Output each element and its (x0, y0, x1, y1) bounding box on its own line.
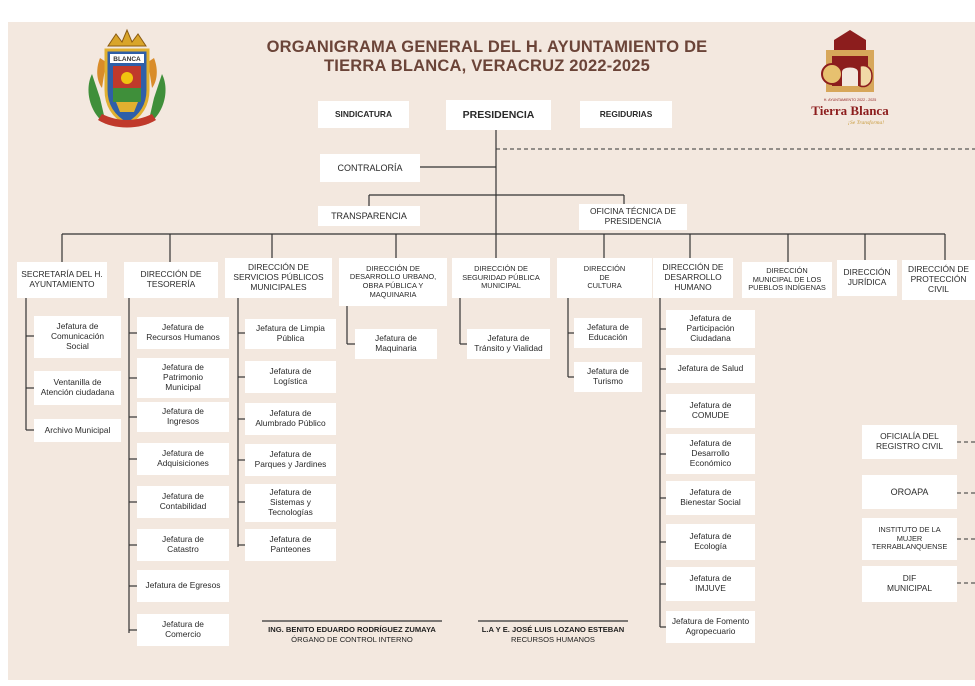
unit-box: Jefatura de Comunicación Social (34, 316, 121, 358)
unit-box: Jefatura de Patrimonio Municipal (137, 358, 229, 398)
brand-tagline-text: ¡Se Transforma! (848, 119, 884, 126)
box-oficina-tecnica: OFICINA TÉCNICA DE PRESIDENCIA (579, 204, 687, 230)
unit-box: Archivo Municipal (34, 419, 121, 442)
direction-box-desarrollo-humano: DIRECCIÓN DE DESARROLLO HUMANO (653, 258, 733, 298)
box-regidurias: REGIDURIAS (580, 101, 672, 128)
unit-box: Jefatura de Logística (245, 361, 336, 393)
coat-of-arms-logo: BLANCA (88, 28, 166, 128)
unit-box: Jefatura de Egresos (137, 570, 229, 602)
signature-role: ÓRGANO DE CONTROL INTERNO (291, 635, 413, 645)
unit-box: Jefatura de COMUDE (666, 394, 755, 428)
direction-box-desarrollo-urbano: DIRECCIÓN DE DESARROLLO URBANO, OBRA PÚB… (339, 258, 447, 306)
unit-box: Jefatura de Catastro (137, 529, 229, 561)
unit-box: Ventanilla de Atención ciudadana (34, 371, 121, 405)
signature-role: RECURSOS HUMANOS (511, 635, 595, 645)
signature-name: ING. BENITO EDUARDO RODRÍGUEZ ZUMAYA (268, 625, 436, 634)
box-contraloria: CONTRALORÍA (320, 154, 420, 182)
unit-box: Jefatura de Recursos Humanos (137, 317, 229, 349)
shield-text: BLANCA (113, 56, 141, 63)
chart-title-line-2: TIERRA BLANCA, VERACRUZ 2022-2025 (324, 57, 650, 75)
unit-box: Jefatura de Educación (574, 318, 642, 348)
signature-block-2: L.A Y E. JOSÉ LUIS LOZANO ESTEBAN RECURS… (468, 625, 638, 646)
unit-box: Jefatura de Tránsito y Vialidad (467, 329, 550, 359)
box-registro-civil: OFICIALÍA DEL REGISTRO CIVIL (862, 425, 957, 459)
signature-name: L.A Y E. JOSÉ LUIS LOZANO ESTEBAN (481, 625, 625, 634)
direction-box-seguridad-publica: DIRECCIÓN DE SEGURIDAD PÚBLICA MUNICIPAL (452, 258, 550, 298)
unit-box: Jefatura de IMJUVE (666, 567, 755, 601)
unit-box: Jefatura de Ingresos (137, 402, 229, 432)
direction-box-juridica: DIRECCIÓN JURÍDICA (837, 260, 897, 296)
unit-box: Jefatura de Parques y Jardines (245, 444, 336, 476)
box-oroapa: OROAPA (862, 475, 957, 509)
unit-box: Jefatura de Panteones (245, 529, 336, 561)
unit-box: Jefatura de Turismo (574, 362, 642, 392)
unit-box: Jefatura de Desarrollo Económico (666, 434, 755, 474)
box-dif-municipal: DIF MUNICIPAL (862, 566, 957, 602)
box-transparencia: TRANSPARENCIA (318, 206, 420, 226)
box-sindicatura: SINDICATURA (318, 101, 409, 128)
unit-box: Jefatura de Contabilidad (137, 486, 229, 518)
direction-box-tesoreria: DIRECCIÓN DE TESORERÍA (124, 262, 218, 298)
unit-box: Jefatura de Maquinaria (355, 329, 437, 359)
direction-box-proteccion-civil: DIRECCIÓN DE PROTECCIÓN CIVIL (902, 260, 975, 300)
brand-name-text: Tierra Blanca (811, 103, 889, 118)
unit-box: Jefatura de Fomento Agropecuario (666, 611, 755, 643)
unit-box: Jefatura de Sistemas y Tecnologías (245, 484, 336, 522)
unit-box: Jefatura de Comercio (137, 614, 229, 646)
unit-box: Jefatura de Limpia Pública (245, 319, 336, 349)
direction-box-secretaria: SECRETARÍA DEL H. AYUNTAMIENTO (17, 262, 107, 298)
unit-box: Jefatura de Salud (666, 355, 755, 383)
direction-box-pueblos-indigenas: DIRECCIÓN MUNICIPAL DE LOS PUEBLOS INDÍG… (742, 262, 832, 298)
unit-box: Jefatura de Alumbrado Público (245, 403, 336, 435)
direction-box-servicios-publicos: DIRECCIÓN DE SERVICIOS PÚBLICOS MUNICIPA… (225, 258, 332, 298)
direction-box-cultura: DIRECCIÓN DE CULTURA (557, 258, 652, 298)
box-presidencia: PRESIDENCIA (446, 100, 551, 130)
unit-box: Jefatura de Participación Ciudadana (666, 310, 755, 348)
tierra-blanca-logo: H. AYUNTAMIENTO 2022 - 2025 Tierra Blanc… (811, 30, 889, 126)
unit-box: Jefatura de Adquisiciones (137, 443, 229, 475)
signature-block-1: ING. BENITO EDUARDO RODRÍGUEZ ZUMAYA ÓRG… (252, 625, 452, 646)
box-instituto-mujer: INSTITUTO DE LA MUJER TERRABLANQUENSE (862, 518, 957, 560)
chart-title-line-1: ORGANIGRAMA GENERAL DEL H. AYUNTAMIENTO … (266, 38, 708, 56)
brand-small-text: H. AYUNTAMIENTO 2022 - 2025 (824, 98, 877, 102)
unit-box: Jefatura de Bienestar Social (666, 481, 755, 515)
unit-box: Jefatura de Ecología (666, 524, 755, 560)
